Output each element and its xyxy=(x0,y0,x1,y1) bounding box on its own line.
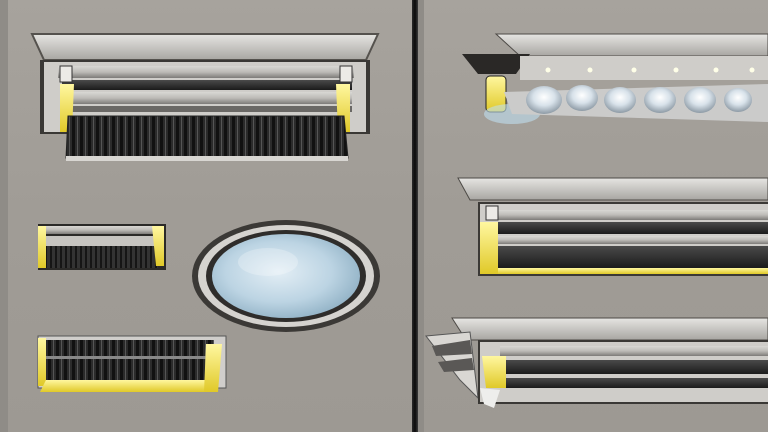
large-ceiling-vent xyxy=(30,33,380,161)
round-mirror-vent xyxy=(192,220,380,332)
corner-vent-bottom xyxy=(425,317,768,408)
small-vent-top xyxy=(38,224,166,270)
led-light-bar xyxy=(462,33,768,124)
led-bulbs xyxy=(526,67,755,114)
panel-divider xyxy=(412,0,418,432)
small-vent-bottom xyxy=(37,335,227,392)
wall-vent-mid xyxy=(457,177,768,276)
